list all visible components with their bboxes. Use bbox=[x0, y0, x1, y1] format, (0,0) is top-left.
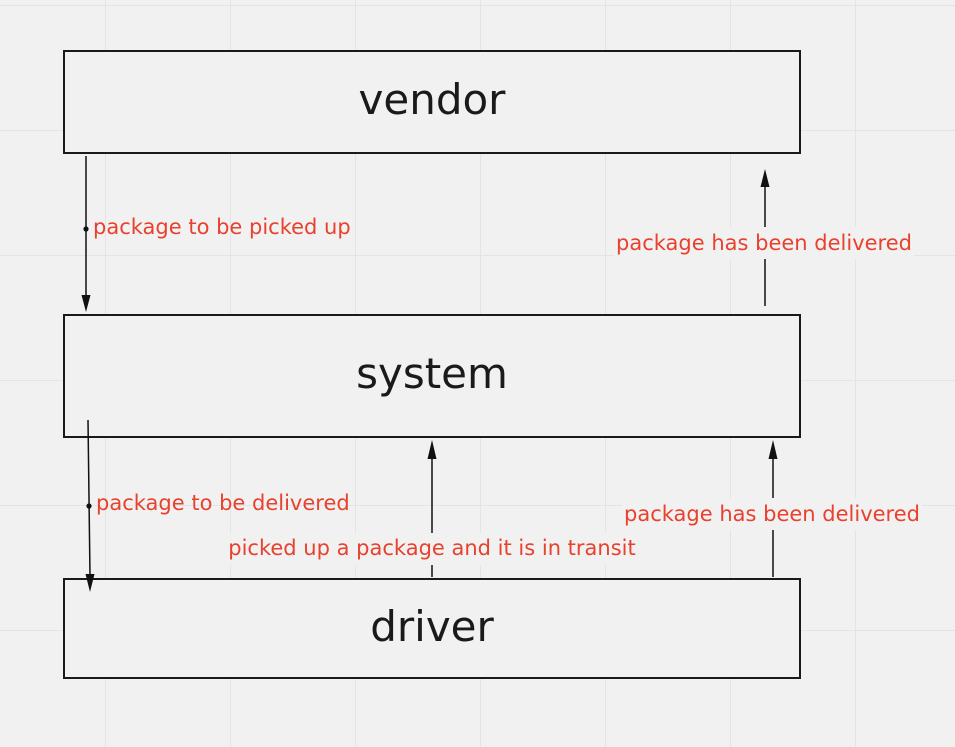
edge-driver-to-system-delivered[interactable]: package has been delivered bbox=[622, 440, 922, 577]
system-box[interactable]: system bbox=[63, 314, 801, 438]
edge-label-package-has-been-delivered-bottom: package has been delivered bbox=[624, 502, 920, 526]
arrow-down-icon bbox=[85, 574, 95, 592]
edge-label-package-to-be-picked-up: package to be picked up bbox=[93, 215, 351, 239]
edge-system-to-driver[interactable]: package to be delivered bbox=[85, 419, 350, 592]
driver-label: driver bbox=[370, 602, 494, 651]
vendor-label: vendor bbox=[359, 75, 507, 124]
arrow-up-icon bbox=[760, 169, 770, 187]
edge-anchor-dot bbox=[86, 503, 92, 509]
arrow-up-icon bbox=[427, 440, 437, 459]
edge-system-to-vendor[interactable]: package has been delivered bbox=[614, 169, 914, 306]
arrow-down-icon bbox=[81, 295, 91, 312]
vendor-box[interactable]: vendor bbox=[63, 50, 801, 154]
edge-label-picked-up-in-transit: picked up a package and it is in transit bbox=[228, 536, 636, 560]
system-label: system bbox=[356, 349, 508, 398]
arrow-up-icon bbox=[768, 440, 778, 459]
edge-label-package-has-been-delivered-top: package has been delivered bbox=[616, 231, 912, 255]
edge-label-package-to-be-delivered: package to be delivered bbox=[96, 491, 350, 515]
driver-box[interactable]: driver bbox=[63, 578, 801, 679]
edge-anchor-dot bbox=[83, 226, 89, 232]
edge-vendor-to-system[interactable]: package to be picked up bbox=[81, 156, 351, 312]
edge-driver-to-system-transit[interactable]: picked up a package and it is in transit bbox=[228, 440, 636, 577]
arrow-system-to-driver-line bbox=[87, 419, 91, 577]
